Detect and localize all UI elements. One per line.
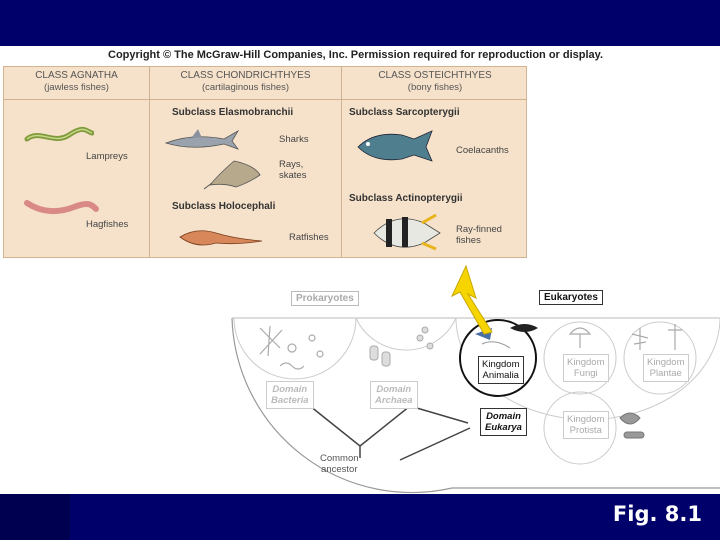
column-header-chondrichthyes: CLASS CHONDRICHTHYES (cartilaginous fish… [150, 70, 341, 94]
label-ratfishes: Ratfishes [289, 232, 329, 243]
top-banner [0, 0, 720, 46]
copyright-notice: Copyright © The McGraw-Hill Companies, I… [108, 49, 604, 61]
kingdom-name: Protista [569, 425, 602, 436]
column-divider [149, 67, 150, 257]
column-header-osteichthyes: CLASS OSTEICHTHYES (bony fishes) [342, 70, 528, 94]
domain-word: Domain [272, 384, 308, 395]
ancestor-line-1: Common [320, 453, 359, 464]
column-subtitle: (cartilaginous fishes) [201, 82, 290, 93]
column-title: CLASS AGNATHA [35, 70, 118, 81]
subclass-actinopterygii: Subclass Actinopterygii [349, 193, 463, 204]
kingdom-protista-box: Kingdom Protista [563, 411, 609, 439]
archaea-arc [355, 317, 457, 351]
outer-arc [231, 317, 720, 494]
ancestor-branch [399, 427, 471, 461]
column-title: CLASS OSTEICHTHYES [378, 70, 492, 81]
column-subtitle: (bony fishes) [407, 82, 463, 93]
bacteria-glyphs [259, 325, 324, 370]
kingdom-word: Kingdom [482, 359, 520, 370]
domain-name: Archaea [375, 395, 413, 406]
bacteria-arc [233, 317, 357, 380]
hagfish-illustration [24, 200, 99, 215]
label-rays: Rays, skates [279, 159, 306, 181]
ratfish-illustration [179, 230, 263, 246]
tree-branches [309, 405, 469, 458]
domain-word: Domain [486, 411, 521, 422]
domain-word: Domain [376, 384, 412, 395]
kingdom-fungi-circle [543, 321, 617, 395]
lamprey-illustration [24, 126, 94, 142]
bottom-banner-shade [0, 494, 70, 540]
kingdom-name: Fungi [573, 368, 598, 379]
ray-illustration [204, 160, 261, 190]
kingdom-animalia-box: Kingdom Animalia [478, 356, 524, 384]
subclass-elasmobranchii: Subclass Elasmobranchii [172, 107, 294, 118]
kingdom-word: Kingdom [567, 357, 605, 368]
column-subtitle: (jawless fishes) [44, 82, 109, 93]
column-divider [341, 67, 342, 257]
rays-line-1: Rays, [279, 159, 304, 170]
coelacanth-illustration [357, 130, 433, 162]
fish-classification-table: CLASS AGNATHA (jawless fishes) CLASS CHO… [3, 66, 527, 258]
highlight-arrow [450, 264, 493, 335]
kingdom-plantae-circle [623, 321, 697, 395]
figure-label: Fig. 8.1 [612, 502, 702, 526]
domain-name: Eukarya [485, 422, 522, 433]
rayfinned-fish-illustration [373, 213, 441, 251]
fungi-glyphs [568, 327, 592, 348]
kingdom-word: Kingdom [567, 414, 605, 425]
domain-archaea-box: Domain Archaea [370, 381, 418, 409]
subclass-holocephali: Subclass Holocephali [172, 201, 276, 212]
plantae-glyphs [631, 324, 682, 350]
kingdom-name: Animalia [482, 370, 519, 381]
shark-illustration [164, 129, 240, 150]
label-lampreys: Lampreys [86, 151, 128, 162]
kingdom-plantae-box: Kingdom Plantae [643, 354, 689, 382]
label-coelacanths: Coelacanths [456, 145, 509, 156]
archaea-glyphs [369, 326, 434, 367]
label-rayfinned-fishes: Ray-finned fishes [456, 224, 502, 246]
column-title: CLASS CHONDRICHTHYES [180, 70, 311, 81]
domain-name: Bacteria [271, 395, 309, 406]
label-sharks: Sharks [279, 134, 309, 145]
kingdom-protista-circle [543, 391, 617, 465]
domain-eukarya-box: Domain Eukarya [480, 408, 527, 436]
common-ancestor-label: Common ancestor [320, 453, 359, 475]
eukaryotes-label: Eukaryotes [539, 290, 603, 305]
rayfinned-line-1: Ray-finned [456, 224, 502, 235]
prokaryotes-label: Prokaryotes [291, 291, 359, 306]
protista-glyphs [619, 412, 645, 439]
kingdom-word: Kingdom [647, 357, 685, 368]
label-hagfishes: Hagfishes [86, 219, 129, 230]
header-divider [4, 99, 526, 100]
subclass-sarcopterygii: Subclass Sarcopterygii [349, 107, 460, 118]
bottom-banner [0, 494, 720, 540]
domain-bacteria-box: Domain Bacteria [266, 381, 314, 409]
kingdom-name: Plantae [649, 368, 682, 379]
rays-line-2: skates [279, 170, 307, 181]
rayfinned-line-2: fishes [456, 235, 481, 246]
kingdom-fungi-box: Kingdom Fungi [563, 354, 609, 382]
ancestor-line-2: ancestor [321, 464, 358, 475]
column-header-agnatha: CLASS AGNATHA (jawless fishes) [4, 70, 149, 94]
